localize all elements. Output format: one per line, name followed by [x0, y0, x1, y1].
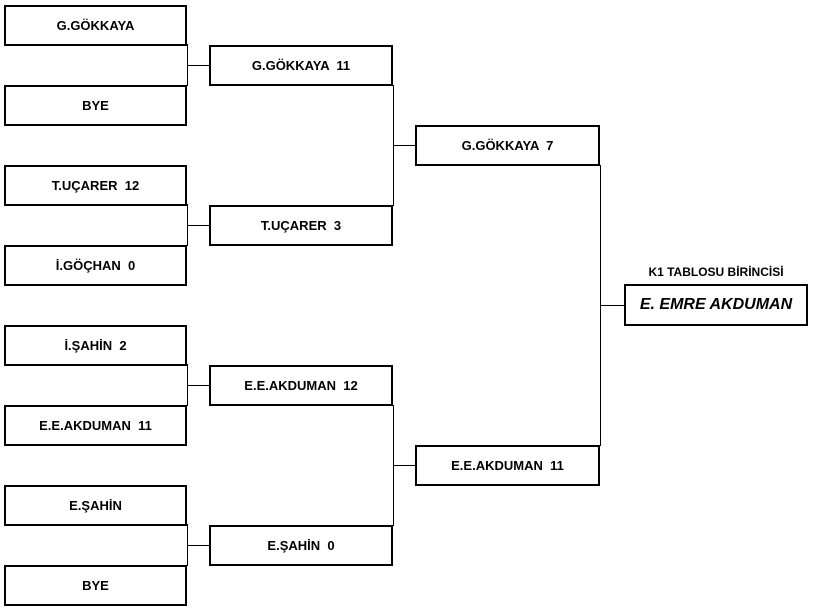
round2-match-1: G.GÖKKAYA 11: [209, 45, 393, 86]
round1-match-2: BYE: [4, 85, 187, 126]
connector-r1-pair3-out: [187, 385, 209, 386]
round1-match-4: İ.GÖÇHAN 0: [4, 245, 187, 286]
round2-match-2: T.UÇARER 3: [209, 205, 393, 246]
round1-match-1: G.GÖKKAYA: [4, 5, 187, 46]
round3-match-1: G.GÖKKAYA 7: [415, 125, 600, 166]
connector-r2-pair1-out: [393, 145, 415, 146]
connector-r1-pair4-out: [187, 545, 209, 546]
connector-r1-pair2-out: [187, 225, 209, 226]
connector-r1-pair1-out: [187, 65, 209, 66]
round2-match-3: E.E.AKDUMAN 12: [209, 365, 393, 406]
round1-match-5: İ.ŞAHİN 2: [4, 325, 187, 366]
champion-name-box: E. EMRE AKDUMAN: [624, 284, 808, 326]
round1-match-6: E.E.AKDUMAN 11: [4, 405, 187, 446]
round2-match-4: E.ŞAHİN 0: [209, 525, 393, 566]
connector-r2-pair2-out: [393, 465, 415, 466]
round1-match-7: E.ŞAHİN: [4, 485, 187, 526]
round3-match-2: E.E.AKDUMAN 11: [415, 445, 600, 486]
round1-match-8: BYE: [4, 565, 187, 606]
round1-match-3: T.UÇARER 12: [4, 165, 187, 206]
connector-final-out: [600, 305, 624, 306]
champion-title: K1 TABLOSU BİRİNCİSİ: [648, 265, 784, 279]
